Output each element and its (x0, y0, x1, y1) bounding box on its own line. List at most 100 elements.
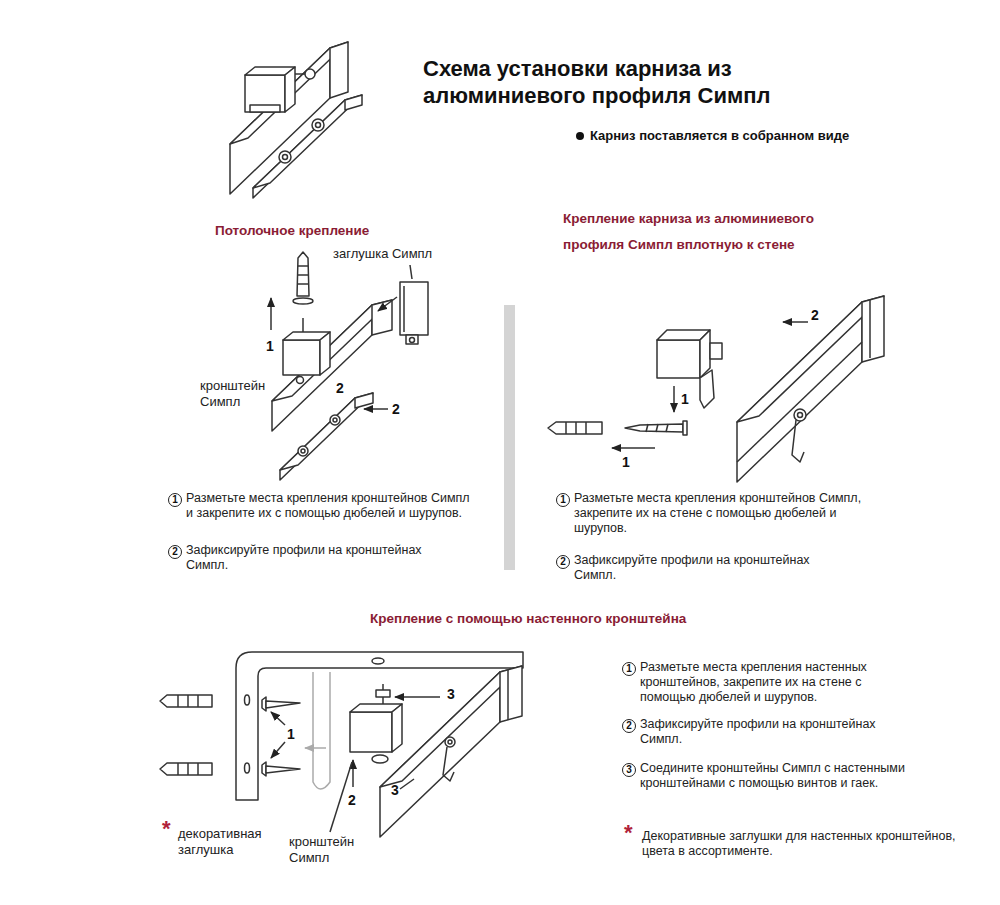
wall-flush-figure-part (710, 343, 722, 359)
ceiling-mount-figure-part (364, 408, 388, 410)
step-number: 1 (622, 662, 636, 676)
wall-bracket-figure-part (187, 695, 189, 707)
ceiling-mount-figure-part (297, 377, 304, 384)
ceiling-mount-figure-part (333, 418, 337, 422)
ceiling-mount-figure-part (378, 297, 397, 311)
ceiling-mount-figure-part (320, 332, 330, 375)
wall-bracket-figure-part (177, 763, 179, 775)
ceiling-mount-figure-part (410, 338, 415, 343)
instruction-text: Зафиксируйте профили на кронштейнах Симп… (574, 553, 844, 583)
ceiling-mount-figure-part (400, 282, 428, 335)
wall-flush-figure-part (737, 296, 884, 422)
wall-bracket-figure-part (445, 737, 455, 747)
asterisk-mark: * (624, 822, 633, 844)
divider-bar-part (504, 305, 515, 570)
wall-flush-figure-part (792, 420, 804, 462)
wall-bracket-figure-part (392, 704, 402, 752)
divider-bar (504, 305, 515, 570)
callout-number: 3 (447, 686, 455, 702)
ceiling-mount-figure-part (298, 446, 308, 456)
decorative-cap-part (305, 747, 326, 749)
cornice-figure-part (285, 67, 295, 112)
wall-flush-figure-part (673, 386, 675, 412)
instruction-text: Декоративные заглушки для настенных крон… (642, 829, 987, 859)
wall-bracket-figure-part (160, 763, 212, 775)
wall-bracket-figure-part (271, 742, 285, 758)
ceiling-mount-figure-part (330, 415, 340, 425)
wall-bracket-figure-part (350, 712, 392, 752)
callout-number: 3 (391, 782, 399, 798)
ceiling-mount-figure-part (302, 318, 304, 332)
wall-bracket-figure-part (376, 690, 390, 697)
wall-bracket-figure-part (372, 755, 388, 763)
ceiling-mount-figure-part (270, 298, 272, 330)
cornice-figure-part (316, 123, 321, 128)
cornice-figure-part (245, 75, 285, 112)
wall-flush-figure-part (783, 321, 808, 323)
ceiling-mount-figure-part (301, 449, 305, 453)
wall-flush-figure-part (798, 413, 803, 418)
instruction-text: Разметьте места крепления кронштейнов Си… (186, 491, 471, 521)
note-text: Карниз поставляется в собранном виде (590, 128, 849, 143)
wall-bracket-figure-part (271, 712, 285, 725)
wall-bracket-figure-part (266, 766, 300, 773)
wall-bracket-figure-part (507, 670, 509, 720)
asterisk-mark: * (162, 818, 171, 840)
cornice-figure-part (250, 105, 280, 112)
step-number: 3 (622, 763, 636, 777)
ceiling-mount-figure-part (298, 265, 308, 267)
cornice-figure (230, 42, 362, 198)
step-number: 2 (622, 719, 636, 733)
cornice-figure-part (283, 155, 288, 160)
ceiling-mount-figure-part (298, 274, 308, 276)
step-number: 2 (556, 555, 570, 569)
wall-bracket-figure-part (443, 747, 454, 781)
cornice-figure-part (230, 42, 348, 144)
part-label: декоративная заглушка (178, 826, 278, 858)
wall-bracket-figure-part (352, 760, 354, 787)
instruction-text: Зафиксируйте профили на кронштейнах Симп… (640, 717, 905, 747)
callout-number: 1 (622, 454, 630, 470)
section-heading: Потолочное крепление (215, 218, 369, 244)
decorative-cap (305, 672, 330, 789)
wall-bracket-figure-part (380, 666, 522, 787)
section-heading: Крепление карниза из алюминиевого профил… (563, 206, 863, 258)
ceiling-mount-figure (271, 252, 428, 480)
ceiling-mount-figure-part (293, 298, 313, 304)
wall-bracket-figure-part (372, 658, 384, 664)
ceiling-mount-figure-part (410, 265, 412, 279)
ceiling-mount-figure-part (298, 283, 308, 285)
ceiling-mount-figure-part (283, 340, 320, 375)
wall-flush-figure-part (794, 409, 806, 421)
ceiling-mount-figure-part (355, 393, 373, 408)
wall-flush-figure-part (869, 300, 871, 358)
step-number: 2 (168, 545, 182, 559)
wall-bracket-figure-part (245, 763, 250, 773)
wall-bracket-figure-part (500, 666, 522, 722)
wall-flush-figure-part (700, 330, 710, 378)
decorative-cap-part (313, 672, 330, 789)
cornice-figure-part (295, 73, 305, 75)
wall-flush-figure-part (565, 422, 567, 434)
ceiling-mount-figure-part (280, 393, 373, 470)
wall-bracket-figure-part (197, 695, 199, 707)
instruction-text: Зафиксируйте профили на кронштейнах Симп… (186, 543, 456, 573)
wall-bracket-figure-part (245, 695, 250, 705)
cornice-figure-part (312, 119, 324, 131)
wall-bracket-figure-part (266, 701, 300, 708)
cornice-figure-part (279, 151, 291, 163)
wall-flush-figure-part (657, 340, 700, 378)
bullet-dot-part (576, 132, 584, 140)
instruction-text: Соедините кронштейны Симпл с настенными … (640, 761, 905, 791)
callout-number: 2 (336, 380, 344, 396)
ceiling-mount-figure-part (297, 252, 309, 296)
step-number: 1 (168, 493, 182, 507)
callout-number: 2 (392, 401, 400, 417)
wall-flush-figure-part (666, 424, 668, 432)
wall-flush-figure (548, 296, 884, 482)
wall-flush-figure-part (683, 421, 687, 435)
wall-flush-figure-part (575, 422, 577, 434)
wall-bracket-figure-part (395, 696, 440, 698)
wall-bracket-figure-part (400, 779, 414, 789)
